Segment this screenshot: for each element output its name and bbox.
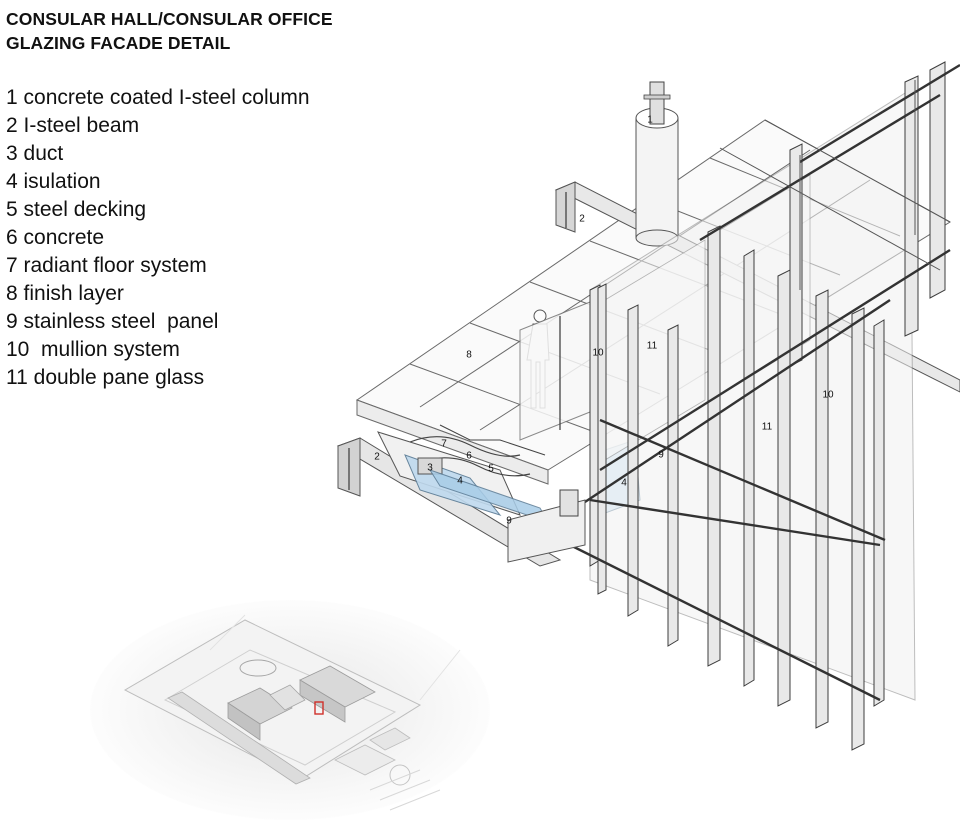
legend-item: 11 double pane glass [6, 366, 205, 389]
callout-label: 9 [658, 450, 664, 461]
callout-label: 2 [374, 452, 380, 463]
callout-label: 4 [457, 476, 463, 487]
legend-item: 1 concrete coated I-steel column [6, 86, 310, 109]
callout-label: 8 [466, 350, 472, 361]
site-context-model [90, 600, 490, 820]
legend-item: 8 finish layer [6, 282, 124, 305]
concrete-column [635, 81, 679, 247]
steel-beam-lower [336, 437, 562, 567]
callout-label: 11 [647, 341, 658, 352]
callout-label: 6 [466, 451, 472, 462]
legend-item: 4 isulation [6, 170, 101, 193]
legend-item: 2 I-steel beam [6, 114, 140, 137]
upper-structure-frame [719, 80, 951, 290]
callout-label: 3 [427, 463, 433, 474]
callout-label: 2 [579, 214, 585, 225]
legend-item: 3 duct [6, 142, 64, 165]
callout-labels: 1 2 2 3 4 4 5 6 7 8 9 9 10 10 11 11 [374, 115, 834, 527]
title-line-1: CONSULAR HALL/CONSULAR OFFICE [6, 9, 333, 29]
callout-label: 7 [441, 439, 447, 450]
legend-item: 6 concrete [6, 226, 105, 249]
legend-item: 7 radiant floor system [6, 254, 207, 277]
callout-label: 10 [822, 390, 834, 401]
legend-list: 1 concrete coated I-steel column 2 I-ste… [6, 84, 310, 392]
site-highlight-marker [314, 701, 324, 715]
callout-label: 4 [621, 478, 627, 489]
stainless-steel-panel [507, 489, 586, 563]
drawing-title: CONSULAR HALL/CONSULAR OFFICE GLAZING FA… [6, 7, 333, 55]
callout-label: 1 [647, 115, 653, 126]
legend-item: 10 mullion system [6, 338, 180, 361]
legend-item: 9 stainless steel panel [6, 310, 219, 333]
callout-label: 10 [592, 348, 604, 359]
legend-item: 5 steel decking [6, 198, 147, 221]
title-line-2: GLAZING FACADE DETAIL [6, 33, 231, 53]
callout-label: 5 [488, 464, 494, 475]
callout-label: 11 [762, 422, 773, 433]
callout-label: 9 [506, 516, 512, 527]
